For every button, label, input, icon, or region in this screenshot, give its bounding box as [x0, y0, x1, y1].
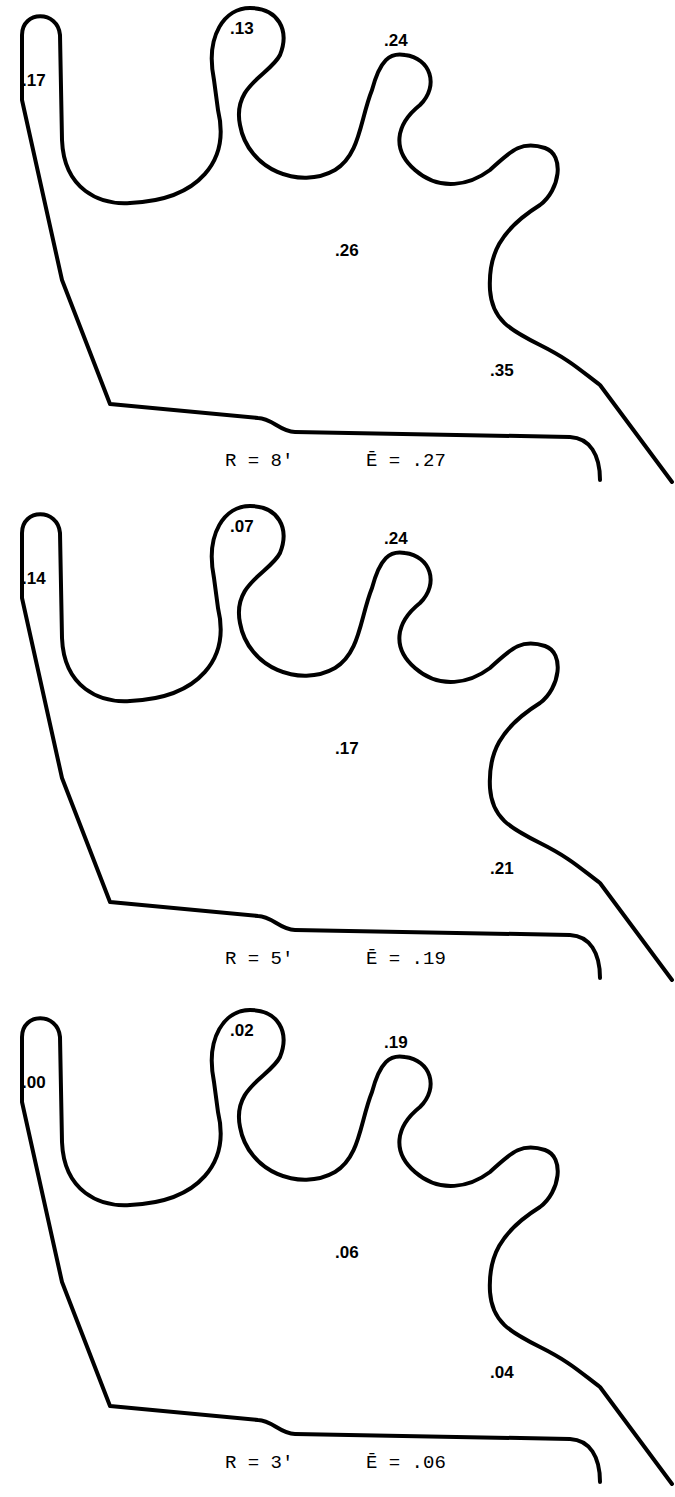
hand-outline: .17 .13 .24 .26 .35	[0, 0, 675, 492]
measurement-value: .19	[384, 1034, 408, 1051]
measurement-value: .02	[230, 1022, 254, 1039]
radius-label: R = 5'	[225, 950, 293, 969]
measurement-value: .17	[22, 72, 46, 89]
hand-outline: .14 .07 .24 .17 .21	[0, 498, 675, 990]
measurement-value: .13	[230, 20, 254, 37]
radius-label: R = 3'	[225, 1454, 293, 1473]
hand-outline: .00 .02 .19 .06 .04	[0, 1002, 675, 1494]
measurement-value: .35	[490, 362, 514, 379]
measurement-value: .17	[335, 740, 359, 757]
radius-label: R = 8'	[225, 452, 293, 471]
measurement-value: .00	[22, 1074, 46, 1091]
measurement-value: .24	[384, 530, 408, 547]
measurement-value: .26	[335, 242, 359, 259]
measurement-value: .24	[384, 32, 408, 49]
mean-label: Ē = .27	[366, 452, 446, 471]
mean-label: Ē = .19	[366, 950, 446, 969]
mean-label: Ē = .06	[366, 1454, 446, 1473]
measurement-value: .04	[490, 1364, 514, 1381]
measurement-value: .21	[490, 860, 514, 877]
measurement-value: .07	[230, 518, 254, 535]
measurement-value: .14	[22, 570, 46, 587]
measurement-value: .06	[335, 1244, 359, 1261]
